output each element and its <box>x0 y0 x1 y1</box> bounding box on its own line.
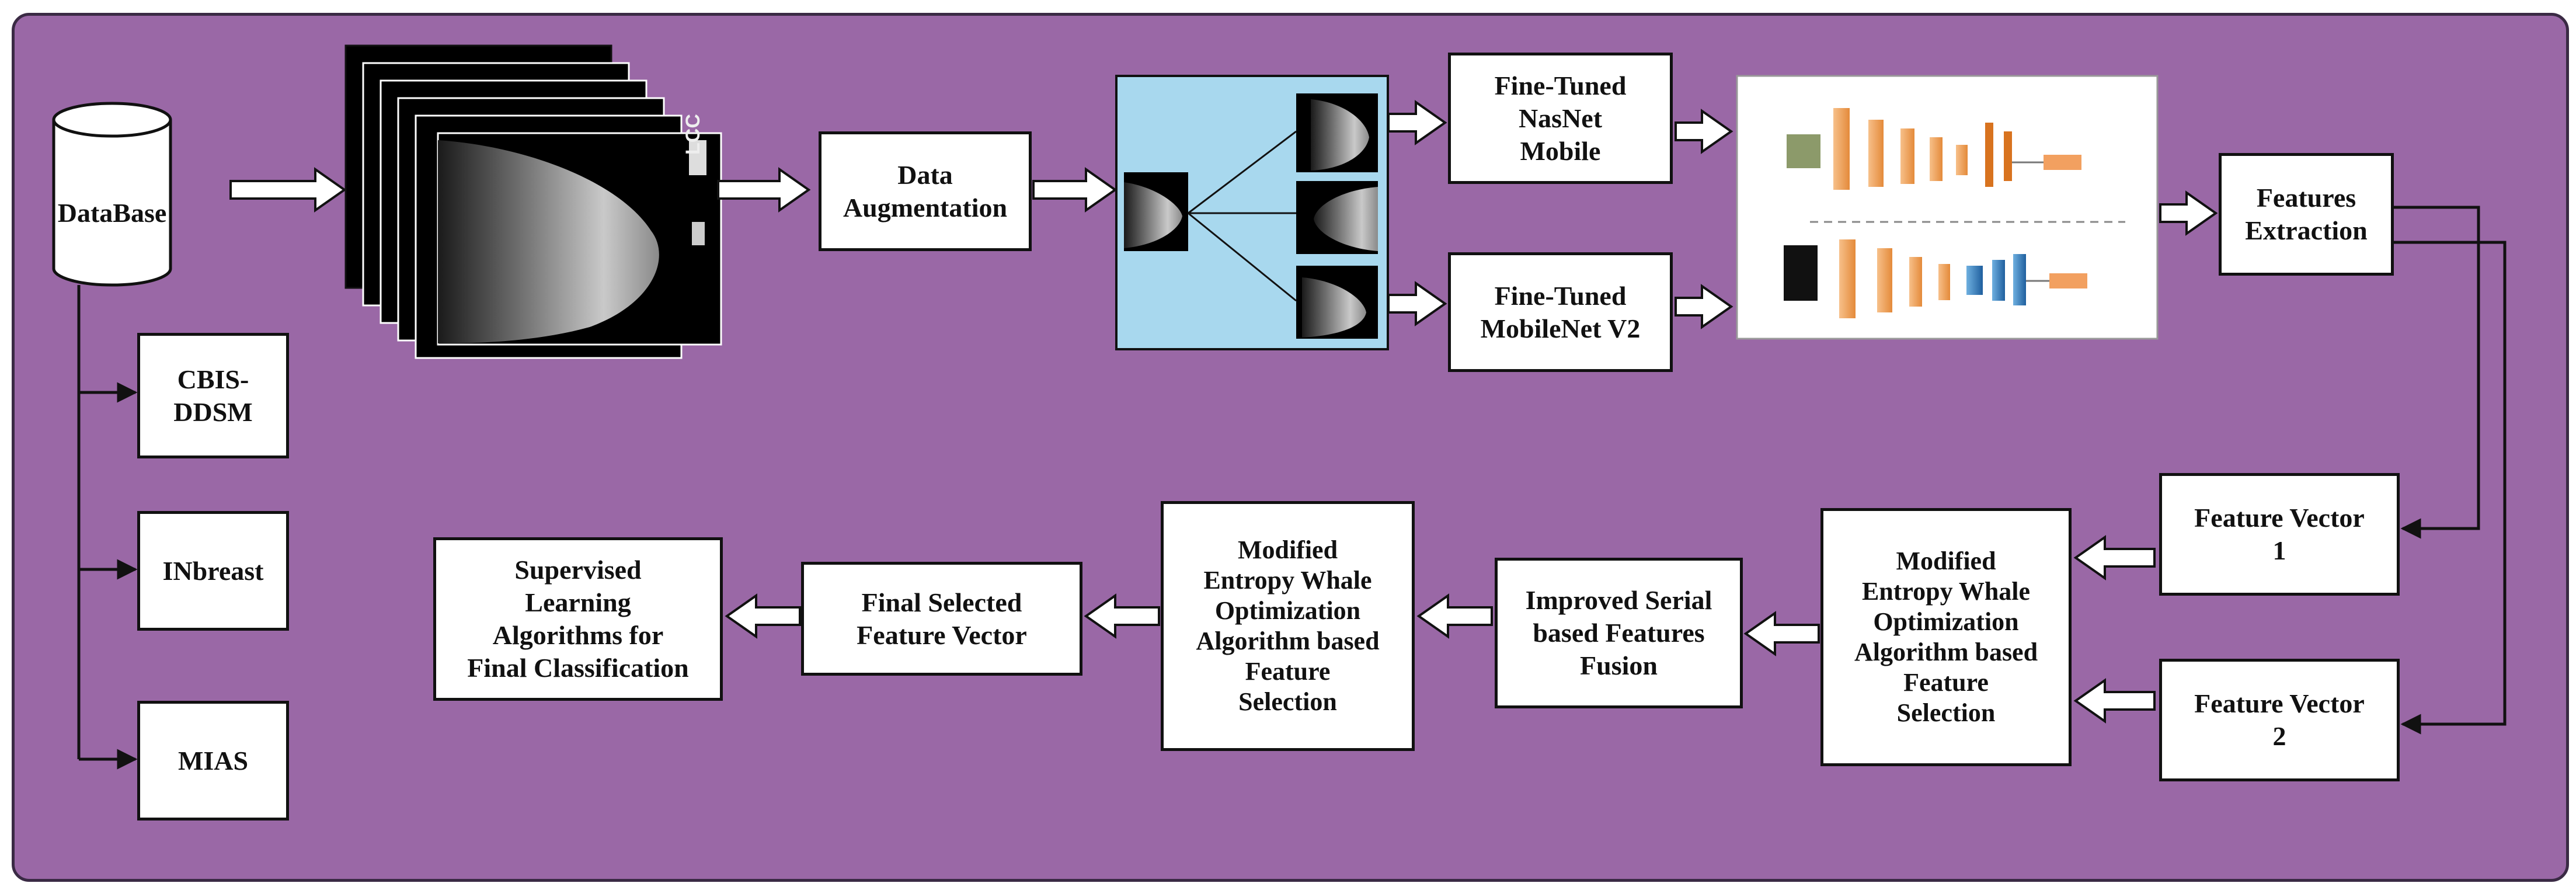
mobilenet-v2-box: Fine-Tuned MobileNet V2 <box>1448 252 1673 372</box>
cbis-ddsm-box: CBIS- DDSM <box>137 333 289 458</box>
serial-fusion-box: Improved Serial based Features Fusion <box>1495 558 1743 708</box>
mammogram-lcc-label: LCC <box>682 114 704 155</box>
feature-vector-2-box: Feature Vector 2 <box>2159 659 2400 781</box>
database-branch-connectors <box>77 285 138 770</box>
database-label: DataBase <box>57 198 167 228</box>
mammogram-image-stack <box>344 44 722 359</box>
feature-split-connectors <box>2394 206 2507 735</box>
inbreast-box: INbreast <box>137 511 289 631</box>
augmentation-preview-panel <box>1115 75 1389 350</box>
flow-arrows-top-row <box>229 100 2218 329</box>
database-cylinder-icon <box>52 102 172 287</box>
final-feature-vector-box: Final Selected Feature Vector <box>801 562 1082 676</box>
mewoa-feature-selection-box-2: Modified Entropy Whale Optimization Algo… <box>1161 501 1415 751</box>
mias-box: MIAS <box>137 701 289 821</box>
classification-box: Supervised Learning Algorithms for Final… <box>433 537 723 701</box>
nasnet-mobile-box: Fine-Tuned NasNet Mobile <box>1448 53 1673 184</box>
features-extraction-box: Features Extraction <box>2219 153 2394 276</box>
flow-arrows-bottom-row <box>725 535 2156 724</box>
mewoa-feature-selection-box-1: Modified Entropy Whale Optimization Algo… <box>1820 508 2072 766</box>
cnn-architecture-icon <box>1736 75 2159 340</box>
data-augmentation-box: Data Augmentation <box>819 131 1032 251</box>
feature-vector-1-box: Feature Vector 1 <box>2159 473 2400 596</box>
